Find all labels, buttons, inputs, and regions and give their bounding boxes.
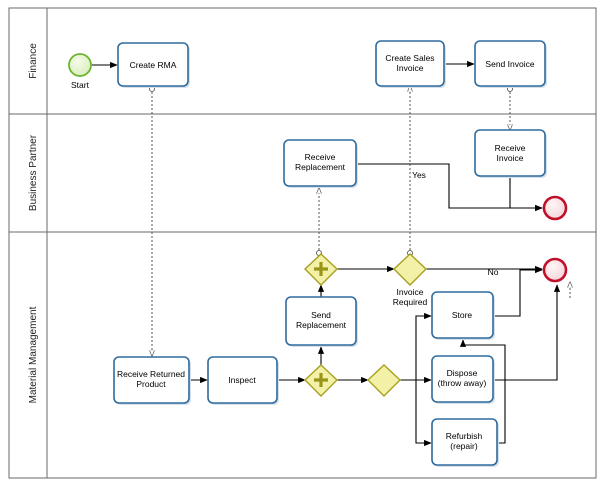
task-create-sales-invoice[interactable]: Create Sales Invoice <box>375 40 446 88</box>
task-send-replacement[interactable]: Send Replacement <box>285 296 358 347</box>
task-create-rma-label: Create RMA <box>130 60 177 70</box>
task-dispose-label-1: Dispose <box>447 368 478 378</box>
task-send-invoice-label: Send Invoice <box>485 59 534 69</box>
sequence-flows <box>92 60 561 447</box>
lane-label-finance: Finance <box>28 43 39 79</box>
end-event-material-management[interactable] <box>542 257 568 283</box>
task-receive-returned-product-label-1: Receive Returned <box>117 369 185 379</box>
parallel-gateway-bottom[interactable] <box>303 364 339 397</box>
lane-label-business-partner: Business Partner <box>28 134 39 211</box>
task-store-label: Store <box>452 310 473 320</box>
plus-icon <box>314 373 328 387</box>
task-refurbish-label-1: Refurbish <box>446 431 483 441</box>
task-refurbish-label-2: (repair) <box>450 441 478 451</box>
flow-label-yes: Yes <box>412 170 426 180</box>
task-create-rma[interactable]: Create RMA <box>117 42 190 88</box>
parallel-gateway-top[interactable] <box>303 253 339 286</box>
task-dispose[interactable]: Dispose (throw away) <box>431 355 495 404</box>
task-send-replacement-label-1: Send <box>311 310 331 320</box>
task-create-sales-invoice-label-2: Invoice <box>397 63 424 73</box>
flow-label-no: No <box>488 267 499 277</box>
task-create-sales-invoice-label-1: Create Sales <box>385 53 434 63</box>
start-event-label: Start <box>71 80 90 90</box>
task-receive-returned-product-label-2: Product <box>136 379 166 389</box>
task-receive-invoice-label-1: Receive <box>495 143 526 153</box>
task-store[interactable]: Store <box>431 291 495 340</box>
start-event[interactable] <box>68 53 92 77</box>
end-event-business-partner[interactable] <box>542 195 568 221</box>
task-receive-replacement[interactable]: Receive Replacement <box>283 139 358 188</box>
task-receive-replacement-label-2: Replacement <box>295 162 346 172</box>
gateway-label-invoice-required-2: Required <box>393 297 428 307</box>
plus-icon <box>314 262 328 276</box>
task-receive-invoice-label-2: Invoice <box>497 153 524 163</box>
exclusive-gateway-disposition[interactable] <box>366 364 402 397</box>
gateway-label-invoice-required-1: Invoice <box>397 287 424 297</box>
task-receive-returned-product[interactable]: Receive Returned Product <box>113 356 191 405</box>
task-dispose-label-2: (throw away) <box>438 378 487 388</box>
task-send-invoice[interactable]: Send Invoice <box>474 40 547 88</box>
task-inspect-label: Inspect <box>228 375 256 385</box>
lane-label-material-management: Material Management <box>28 306 39 403</box>
task-refurbish[interactable]: Refurbish (repair) <box>431 418 499 467</box>
exclusive-gateway-invoice-required[interactable] <box>392 253 428 286</box>
task-receive-replacement-label-1: Receive <box>305 152 336 162</box>
task-receive-invoice[interactable]: Receive Invoice <box>474 129 547 178</box>
task-send-replacement-label-2: Replacement <box>296 320 347 330</box>
task-inspect[interactable]: Inspect <box>207 356 279 405</box>
